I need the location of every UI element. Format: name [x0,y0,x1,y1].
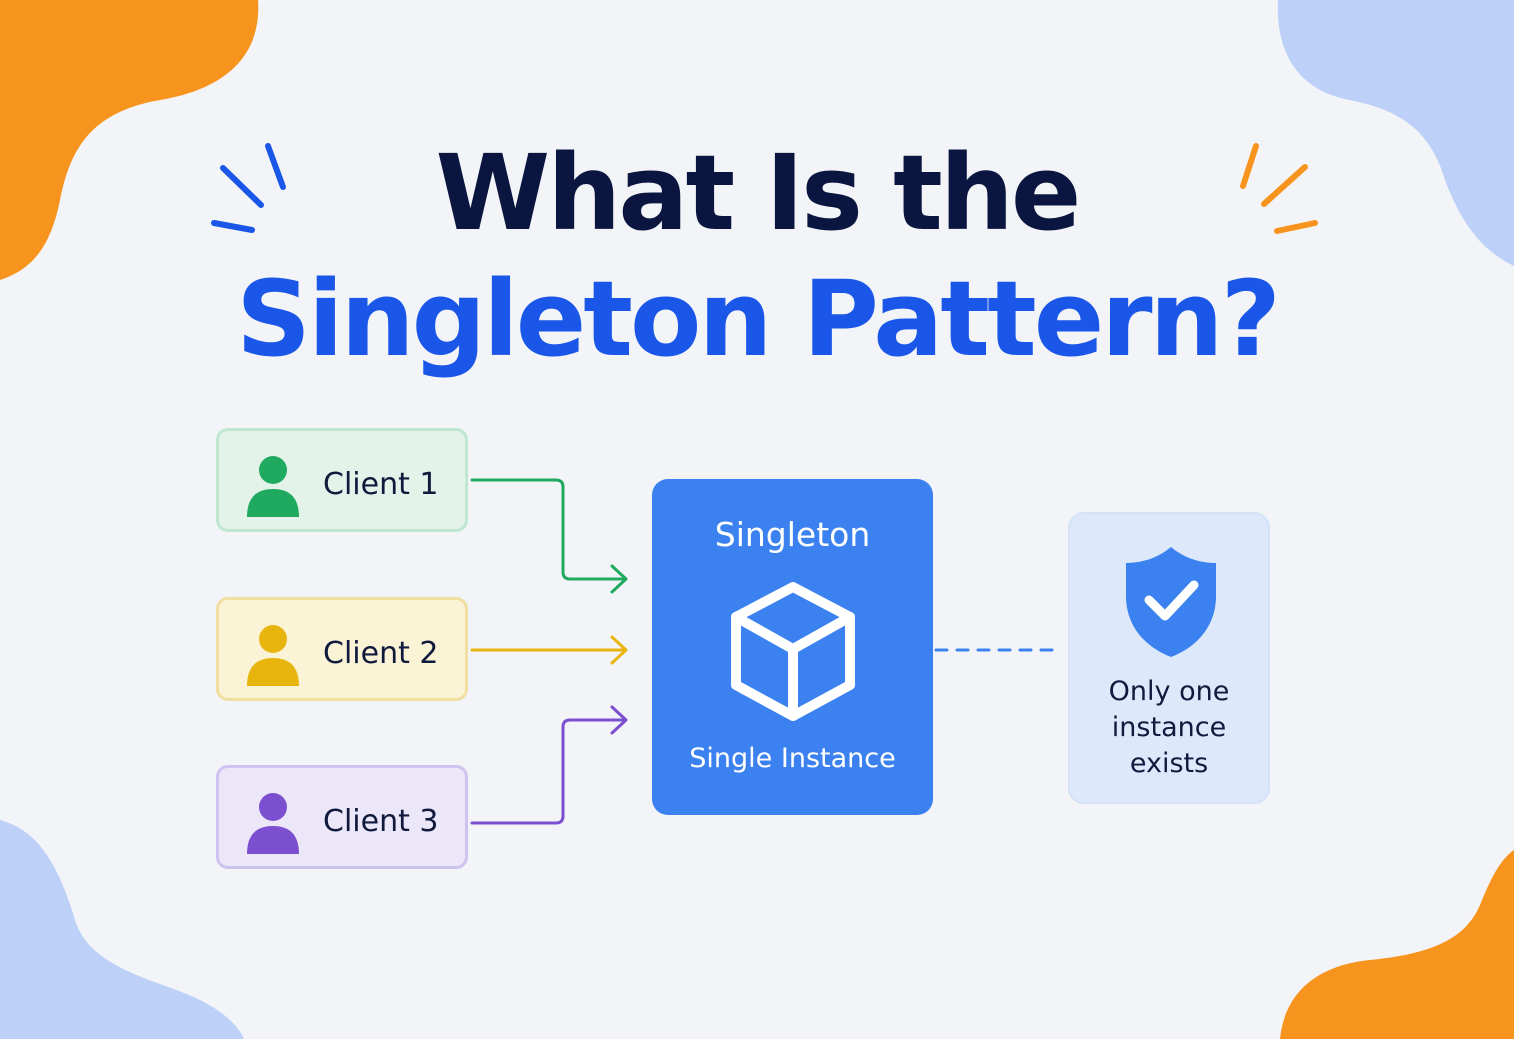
sparkle-lines-left [211,143,286,233]
singleton-subtitle: Single Instance [689,743,896,774]
blue-blob-bottom-left [0,820,244,1039]
singleton-title: Singleton [714,515,871,554]
info-line-3: exists [1129,748,1209,779]
cube-icon [731,582,855,721]
orange-blob-top-left [0,0,259,280]
blue-blob-top-right [1277,0,1514,266]
title-line-2: Singleton Pattern? [236,258,1281,380]
client-1-card: Client 1 [216,428,468,532]
arrow-client-1 [470,478,627,581]
info-box: Only one instance exists [1068,512,1270,804]
client-3-card: Client 3 [216,765,468,869]
client-2-card: Client 2 [216,597,468,701]
sparkle-lines-right [1240,143,1318,234]
shield-check-icon [1126,547,1216,657]
arrow-client-3 [470,718,627,825]
client-2-label: Client 2 [323,636,439,671]
info-text: Only one instance exists [1070,674,1268,782]
info-line-1: Only one [1108,676,1230,707]
person-icon [247,625,299,686]
client-3-label: Client 3 [323,804,439,839]
info-line-2: instance [1111,712,1227,743]
person-icon [247,456,299,517]
title-line-1: What Is the [435,132,1082,254]
client-1-label: Client 1 [323,467,439,502]
singleton-box: Singleton Single Instance [652,479,933,815]
orange-blob-bottom-right [1280,850,1514,1039]
person-icon [247,793,299,854]
